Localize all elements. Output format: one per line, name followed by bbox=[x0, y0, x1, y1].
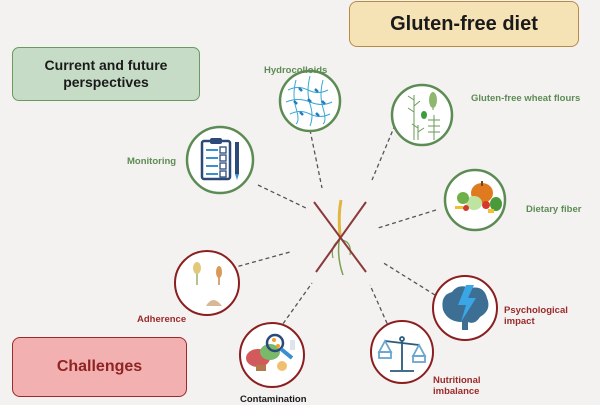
label-dietary-fiber: Dietary fiber bbox=[526, 204, 582, 215]
vegetables-icon bbox=[455, 181, 502, 213]
connector-lines bbox=[224, 124, 437, 336]
clipboard-checklist-icon bbox=[200, 138, 239, 181]
grains-and-flour-icon bbox=[193, 262, 222, 306]
monitoring-node bbox=[185, 125, 255, 195]
grain-plants-icon bbox=[407, 92, 440, 140]
connector-dietary-fiber bbox=[377, 209, 437, 229]
label-monitoring: Monitoring bbox=[127, 156, 177, 167]
crossed-wheat-icon bbox=[313, 199, 367, 276]
adherence-node bbox=[174, 250, 240, 316]
hydrocolloid-network-icon bbox=[285, 75, 333, 127]
connector-monitoring bbox=[257, 184, 307, 209]
hydrocolloids-node bbox=[278, 69, 342, 133]
contamination-node bbox=[239, 322, 305, 388]
connector-wheat-flours bbox=[371, 124, 396, 181]
label-nutritional-line2: imbalance bbox=[433, 386, 480, 397]
diagram-title: Gluten-free diet bbox=[390, 12, 538, 35]
connector-adherence bbox=[224, 251, 291, 271]
label-nutritional-imbalance: Nutritional imbalance bbox=[433, 375, 481, 397]
label-psychological-impact: Psychological impact bbox=[504, 305, 568, 327]
challenges-heading: Challenges bbox=[56, 358, 143, 375]
psychological-node bbox=[432, 275, 498, 341]
label-wheat-flours: Gluten-free wheat flours bbox=[471, 93, 581, 104]
nutritional-node bbox=[370, 320, 434, 384]
current-perspectives-box: Current and future perspectives bbox=[12, 47, 200, 101]
brain-lightning-icon bbox=[442, 285, 489, 330]
connector-nutritional bbox=[369, 284, 391, 331]
food-magnifier-icon bbox=[246, 333, 295, 371]
label-nutritional-line1: Nutritional bbox=[433, 375, 481, 386]
label-hydrocolloids: Hydrocolloids bbox=[264, 65, 328, 76]
dietary-fiber-node bbox=[443, 168, 507, 232]
label-psychological-line2: impact bbox=[504, 316, 535, 327]
challenges-box: Challenges bbox=[12, 337, 187, 397]
wheat-flours-node bbox=[390, 83, 454, 147]
connector-psychological bbox=[381, 261, 436, 296]
connector-hydrocolloids bbox=[309, 129, 323, 189]
title-box: Gluten-free diet bbox=[349, 1, 579, 47]
current-perspectives-heading: Current and future perspectives bbox=[44, 57, 168, 90]
label-psychological-line1: Psychological bbox=[504, 305, 568, 316]
label-adherence: Adherence bbox=[137, 314, 187, 325]
balance-scale-icon bbox=[377, 336, 427, 372]
